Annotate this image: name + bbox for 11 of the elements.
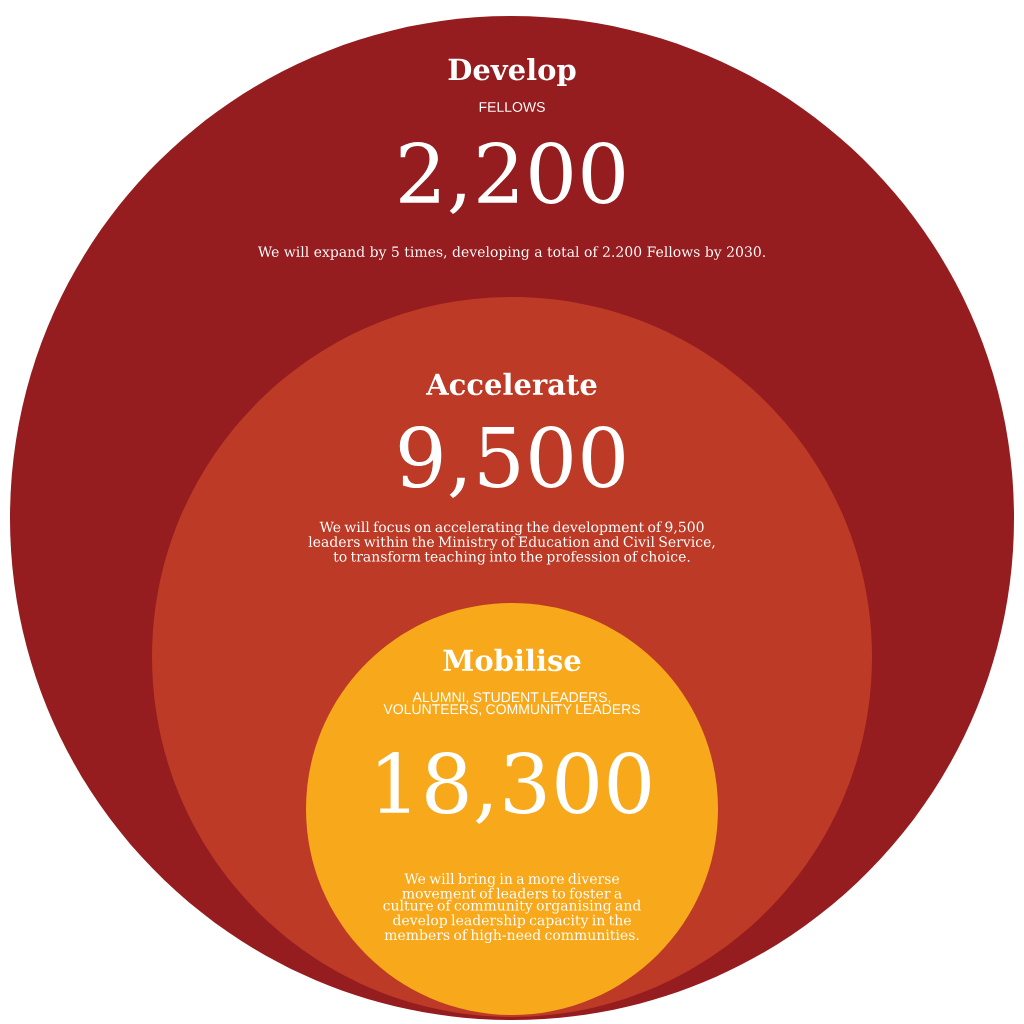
circle-heading: Mobilise [443,648,581,672]
circle-heading: Develop [448,57,576,87]
description-text: We will focus on accelerating the development of 9,500 leaders within the Ministry of Education and Civil Service, to transform teaching into the profession of choice. [308,521,715,565]
big-number: 18,300 [378,752,650,824]
circle-heading: Accelerate [425,372,597,396]
description-text: We will bring in a more diverse movement of leaders to foster a culture of community organising and develop leadership capacity in the members of high-need communities. [383,873,641,943]
circle-subtitle: FELLOWS [479,102,545,112]
big-number: 9,500 [399,426,624,498]
circle-subtitle: ALUMNI, STUDENT LEADERS, VOLUNTEERS, COMMUNITY LEADERS [383,692,640,716]
description-text: We will expand by 5 times, developing a total of 2.200 Fellows by 2030. [257,246,765,260]
big-number: 2,200 [400,142,624,214]
